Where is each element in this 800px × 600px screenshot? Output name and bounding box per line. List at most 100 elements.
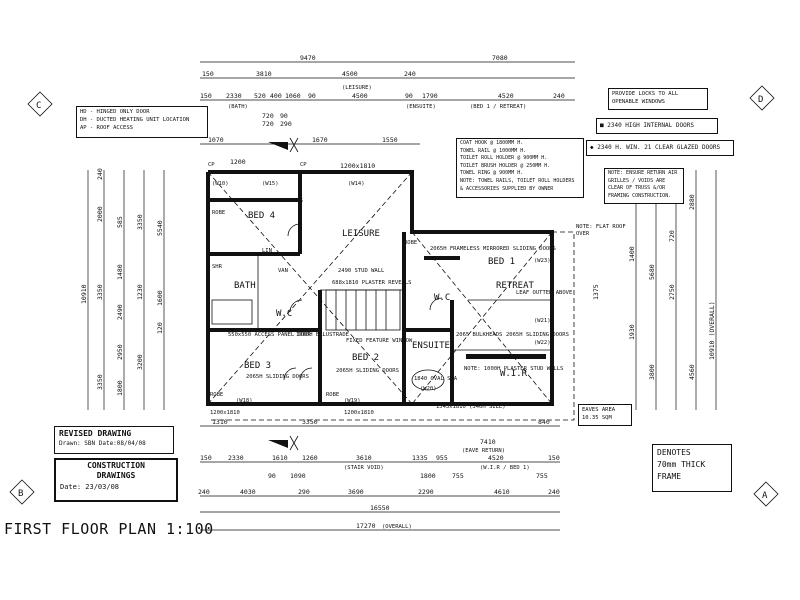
section-arrow-top (268, 137, 299, 153)
denotes-legend: DENOTES 70mm THICK FRAME (652, 444, 732, 492)
dim-bot-r3-6: 1800 (420, 472, 436, 480)
fixtures-line-3: TOILET BRUSH HOLDER @ 250MM H. (460, 162, 551, 169)
page-title: FIRST FLOOR PLAN 1:100 (4, 520, 214, 538)
grid-marker-a-label: A (762, 491, 768, 501)
label-bulkheads: 2065 BULKHEADS (456, 332, 502, 338)
dim-bot-r3-9: 755 (536, 472, 548, 480)
fixtures-line-2: TOILET ROLL HOLDER @ 900MM H. (460, 155, 548, 162)
construction-drawings-stamp: CONSTRUCTION DRAWINGS Date: 23/03/08 (54, 458, 178, 502)
dim-top-r5-1: 1670 (312, 136, 328, 144)
dim-left-a10: 3200 (136, 354, 144, 370)
dim-bot-r2-3: 1260 (302, 454, 318, 462)
label-w21: (W21) (534, 318, 551, 324)
dim-top-r5b-0: 1200 (230, 158, 246, 166)
dim-top-r4-2: 720 (262, 120, 274, 128)
dim-right-b3: 3800 (648, 364, 656, 380)
dim-top-r5b-1: 1200x1810 (340, 162, 375, 170)
dim-top-r3-8: 1790 (422, 92, 438, 100)
flat-roof-line-0: NOTE: FLAT ROOF (576, 224, 626, 230)
dim-top-r2-2: 4500 (342, 70, 358, 78)
dim-top-overall1: 9470 (300, 54, 316, 62)
fixtures-line-0: COAT HOOK @ 1800MM H. (460, 140, 524, 146)
room-bed3: BED 3 (244, 361, 271, 371)
note-flat-roof: NOTE: FLAT ROOF OVER (576, 224, 626, 238)
eaves-outline (208, 231, 575, 421)
dim-bot-r2-label1: (W.I.R / BED 1) (480, 465, 530, 471)
dim-bot-r4-4: 2290 (418, 488, 434, 496)
dim-left-b4: 1800 (116, 380, 124, 396)
dim-right-a2: 2750 (668, 284, 676, 300)
dim-top-r3-5: 90 (308, 92, 316, 100)
dim-top-r3-label1: (ENSUITE) (406, 104, 436, 110)
abbreviation-legend: HD - HINGED ONLY DOOR DH - DUCTED HEATIN… (76, 106, 208, 138)
label-access-panel: 550x550 ACCESS PANEL DOOR (228, 332, 311, 338)
bullet-icon: ■ (600, 122, 608, 129)
bottom-dimensions: 1310 3350 7410 840 (EAVE RETURN) 150 233… (198, 418, 560, 531)
label-robe-bed3: ROBE (210, 392, 223, 398)
dim-bot-r2-0: 150 (200, 454, 212, 462)
dim-top-r3-3: 400 (270, 92, 282, 100)
note-glazed-doors-text: 2340 H. WIN. 21 CLEAR GLAZED DOORS (597, 144, 721, 151)
dim-left-a1: 2000 (96, 206, 104, 222)
label-van: VAN (278, 268, 288, 274)
dim-top-r3-2: 520 (254, 92, 266, 100)
legend-line-2: AP - ROOF ACCESS (80, 125, 133, 131)
dim-top-r4-1: 90 (280, 112, 288, 120)
dim-bot-r6-1: (OVERALL) (382, 524, 412, 530)
grid-marker-c: C (27, 91, 53, 117)
label-w18: (W18) (236, 398, 253, 404)
dim-left-a2: 585 (116, 216, 124, 228)
note-return-air: NOTE: ENSURE RETURN AIR GRILLES / VOIDS … (604, 168, 684, 204)
room-bed2: BED 2 (352, 353, 379, 363)
fixtures-line-1: TOWEL RAIL @ 1000MM H. (460, 147, 527, 154)
dim-top-r3-7: 90 (405, 92, 413, 100)
label-w1200x1810-bed2: 1200x1810 (344, 410, 374, 416)
denotes-line-0: DENOTES (657, 448, 691, 457)
label-w1200x1810-bed3: 1200x1810 (210, 410, 240, 416)
label-shr: SHR (212, 264, 223, 270)
revised-drawn: Drawn: SBN Date:08/04/08 (59, 440, 146, 447)
label-w10: (W10) (212, 181, 229, 187)
note-internal-doors-text: 2340 HIGH INTERNAL DOORS (607, 122, 694, 129)
return-air-line-3: FRAMING CONSTRUCTION. (608, 192, 672, 199)
dim-top-r3-6: 4500 (352, 92, 368, 100)
label-w19: (W19) (344, 398, 361, 404)
dim-bot-r4-6: 240 (548, 488, 560, 496)
dim-top-r4-3: 290 (280, 120, 292, 128)
dim-bot-r4-1: 4030 (240, 488, 256, 496)
building-walls (206, 170, 554, 406)
dim-left-outer: 10910 (80, 284, 88, 304)
dim-top-r5-2: 1550 (382, 136, 398, 144)
note-locks: PROVIDE LOCKS TO ALL OPENABLE WINDOWS (608, 88, 708, 110)
grid-marker-d: D (749, 85, 775, 111)
note-internal-doors: ■ 2340 HIGH INTERNAL DOORS (596, 118, 718, 134)
grid-marker-c-label: C (36, 101, 41, 111)
dim-bot-r2-2: 1610 (272, 454, 288, 462)
label-lin: LIN (262, 248, 272, 254)
legend-line-0: HD - HINGED ONLY DOOR (80, 109, 150, 115)
dim-top-overall2: 7080 (492, 54, 508, 62)
dim-right-a0: 2880 (688, 194, 696, 210)
fixtures-line-4: TOWEL RING @ 900MM H. (460, 170, 524, 177)
dim-top-r3-0: 150 (200, 92, 212, 100)
eaves-area-box: EAVES AREA 10.35 SQM (578, 404, 632, 426)
label-cp1: CP (208, 162, 215, 168)
dim-bot-r6-0: 17270 (356, 522, 376, 530)
dim-top-r4-0: 720 (262, 112, 274, 120)
dim-bot-r3-3: 1090 (290, 472, 306, 480)
dim-left-a3: 3350 (96, 284, 104, 300)
note-fixtures: COAT HOOK @ 1800MM H. TOWEL RAIL @ 1000M… (456, 138, 584, 198)
label-sliding-bed4: 2065H SLIDING DOORS (240, 198, 303, 204)
dim-bot-r2-1: 2330 (228, 454, 244, 462)
dim-top-r3-4: 1060 (285, 92, 301, 100)
dim-left-b0: 3350 (136, 214, 144, 230)
eaves-line-0: EAVES AREA (582, 407, 616, 413)
construction-heading1: CONSTRUCTION (87, 461, 145, 470)
dim-top-r3-label2: (BED 1 / RETREAT) (470, 104, 526, 110)
dim-left-c0: 5540 (156, 220, 164, 236)
dim-right-c0: 5680 (648, 264, 656, 280)
room-wc2: W.C (434, 293, 450, 303)
dim-bot-r2-6: 955 (436, 454, 448, 462)
label-w23: (W23) (534, 258, 551, 264)
